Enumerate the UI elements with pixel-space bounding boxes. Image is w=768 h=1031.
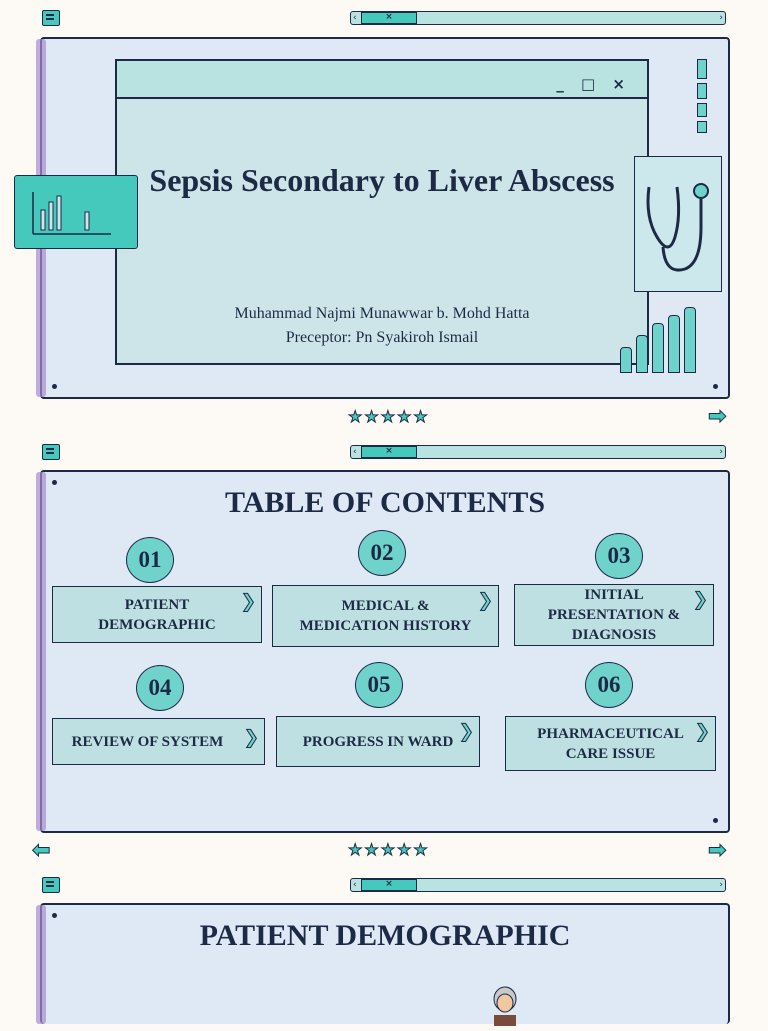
toc-item-label: PATIENT DEMOGRAPHIC xyxy=(98,596,216,633)
chevron-right-icon: ❯ xyxy=(240,591,256,613)
corner-dot xyxy=(713,384,718,389)
slide-edge xyxy=(36,905,46,1024)
scroll-right-icon[interactable]: › xyxy=(719,447,723,457)
scroll-thumb[interactable]: × xyxy=(361,879,417,891)
arrow-left-icon[interactable]: ⬅ xyxy=(31,838,51,864)
toc-item-label: REVIEW OF SYSTEM xyxy=(71,733,224,750)
scroll-right-icon[interactable]: › xyxy=(719,13,723,23)
chevron-right-icon: ❯ xyxy=(692,589,708,611)
scrollbar[interactable]: ‹ × › xyxy=(350,878,726,892)
bar-chart-decoration xyxy=(620,307,696,373)
corner-dot xyxy=(713,818,718,823)
chevron-right-icon: ❯ xyxy=(477,590,493,612)
menu-icon[interactable] xyxy=(42,444,60,460)
stethoscope-icon xyxy=(634,156,722,292)
rating-stars: ★★★★★ xyxy=(348,842,430,860)
corner-dot xyxy=(52,480,57,485)
toc-title: TABLE OF CONTENTS xyxy=(224,486,546,519)
presentation-title: Sepsis Secondary to Liver Abscess xyxy=(149,162,615,198)
scroll-left-icon[interactable]: ‹ xyxy=(353,880,357,890)
window-controls[interactable]: _ □ × xyxy=(556,75,631,93)
toc-number-06: 06 xyxy=(585,662,633,708)
toc-number-04: 04 xyxy=(136,665,184,711)
chevron-right-icon: ❯ xyxy=(694,721,710,743)
toc-number-03: 03 xyxy=(595,533,643,579)
corner-dot xyxy=(52,384,57,389)
toc-number-05: 05 xyxy=(355,662,403,708)
scroll-left-icon[interactable]: ‹ xyxy=(353,447,357,457)
toc-item-patient-demographic[interactable]: PATIENT DEMOGRAPHIC ❯ xyxy=(52,586,262,643)
toc-item-label: PROGRESS IN WARD xyxy=(302,733,454,750)
chevron-right-icon: ❯ xyxy=(458,721,474,743)
arrow-right-icon[interactable]: ➡ xyxy=(707,404,727,430)
toc-slide: TABLE OF CONTENTS xyxy=(36,470,730,833)
toc-item-pharmaceutical-care[interactable]: PHARMACEUTICAL CARE ISSUE ❯ xyxy=(505,716,716,771)
window-titlebar: _ □ × xyxy=(117,61,647,99)
slide3-topbar: ‹ × › xyxy=(0,873,768,897)
scroll-thumb[interactable]: × xyxy=(361,12,417,24)
corner-dot xyxy=(52,913,57,918)
doctor-avatar xyxy=(488,985,522,1026)
bar-chart-icon xyxy=(14,175,138,249)
preceptor-name: Preceptor: Pn Syakiroh Ismail xyxy=(285,329,479,346)
slide1-topbar: ‹ × › xyxy=(0,6,768,30)
patient-demographic-slide: PATIENT DEMOGRAPHIC xyxy=(36,903,730,1026)
scrollbar[interactable]: ‹ × › xyxy=(350,445,726,459)
scrollbar[interactable]: ‹ × › xyxy=(350,11,726,25)
slide2-topbar: ‹ × › xyxy=(0,440,768,464)
side-buttons xyxy=(697,59,707,139)
scroll-thumb[interactable]: × xyxy=(361,446,417,458)
toc-item-label: MEDICAL & MEDICATION HISTORY xyxy=(299,598,472,634)
toc-item-review-of-system[interactable]: REVIEW OF SYSTEM ❯ xyxy=(52,718,265,765)
rating-stars: ★★★★★ xyxy=(348,409,430,427)
section-title: PATIENT DEMOGRAPHIC xyxy=(199,919,571,952)
chevron-right-icon: ❯ xyxy=(243,727,259,749)
menu-icon[interactable] xyxy=(42,10,60,26)
author-name: Muhammad Najmi Munawwar b. Mohd Hatta xyxy=(234,305,530,322)
menu-icon[interactable] xyxy=(42,877,60,893)
title-slide: _ □ × Sepsis Secondary to Liver Abscess … xyxy=(36,37,730,399)
toc-item-initial-presentation[interactable]: INITIAL PRESENTATION & DIAGNOSIS ❯ xyxy=(514,584,714,646)
toc-item-medical-history[interactable]: MEDICAL & MEDICATION HISTORY ❯ xyxy=(272,585,499,647)
toc-item-label: PHARMACEUTICAL CARE ISSUE xyxy=(537,725,684,762)
toc-number-02: 02 xyxy=(358,530,406,576)
toc-item-progress-in-ward[interactable]: PROGRESS IN WARD ❯ xyxy=(276,716,480,767)
scroll-right-icon[interactable]: › xyxy=(719,880,723,890)
scroll-left-icon[interactable]: ‹ xyxy=(353,13,357,23)
slide-edge xyxy=(36,472,46,831)
toc-number-01: 01 xyxy=(126,537,174,583)
title-window: _ □ × Sepsis Secondary to Liver Abscess … xyxy=(115,59,649,365)
arrow-right-icon[interactable]: ➡ xyxy=(707,838,727,864)
toc-item-label: INITIAL PRESENTATION & DIAGNOSIS xyxy=(547,587,681,643)
